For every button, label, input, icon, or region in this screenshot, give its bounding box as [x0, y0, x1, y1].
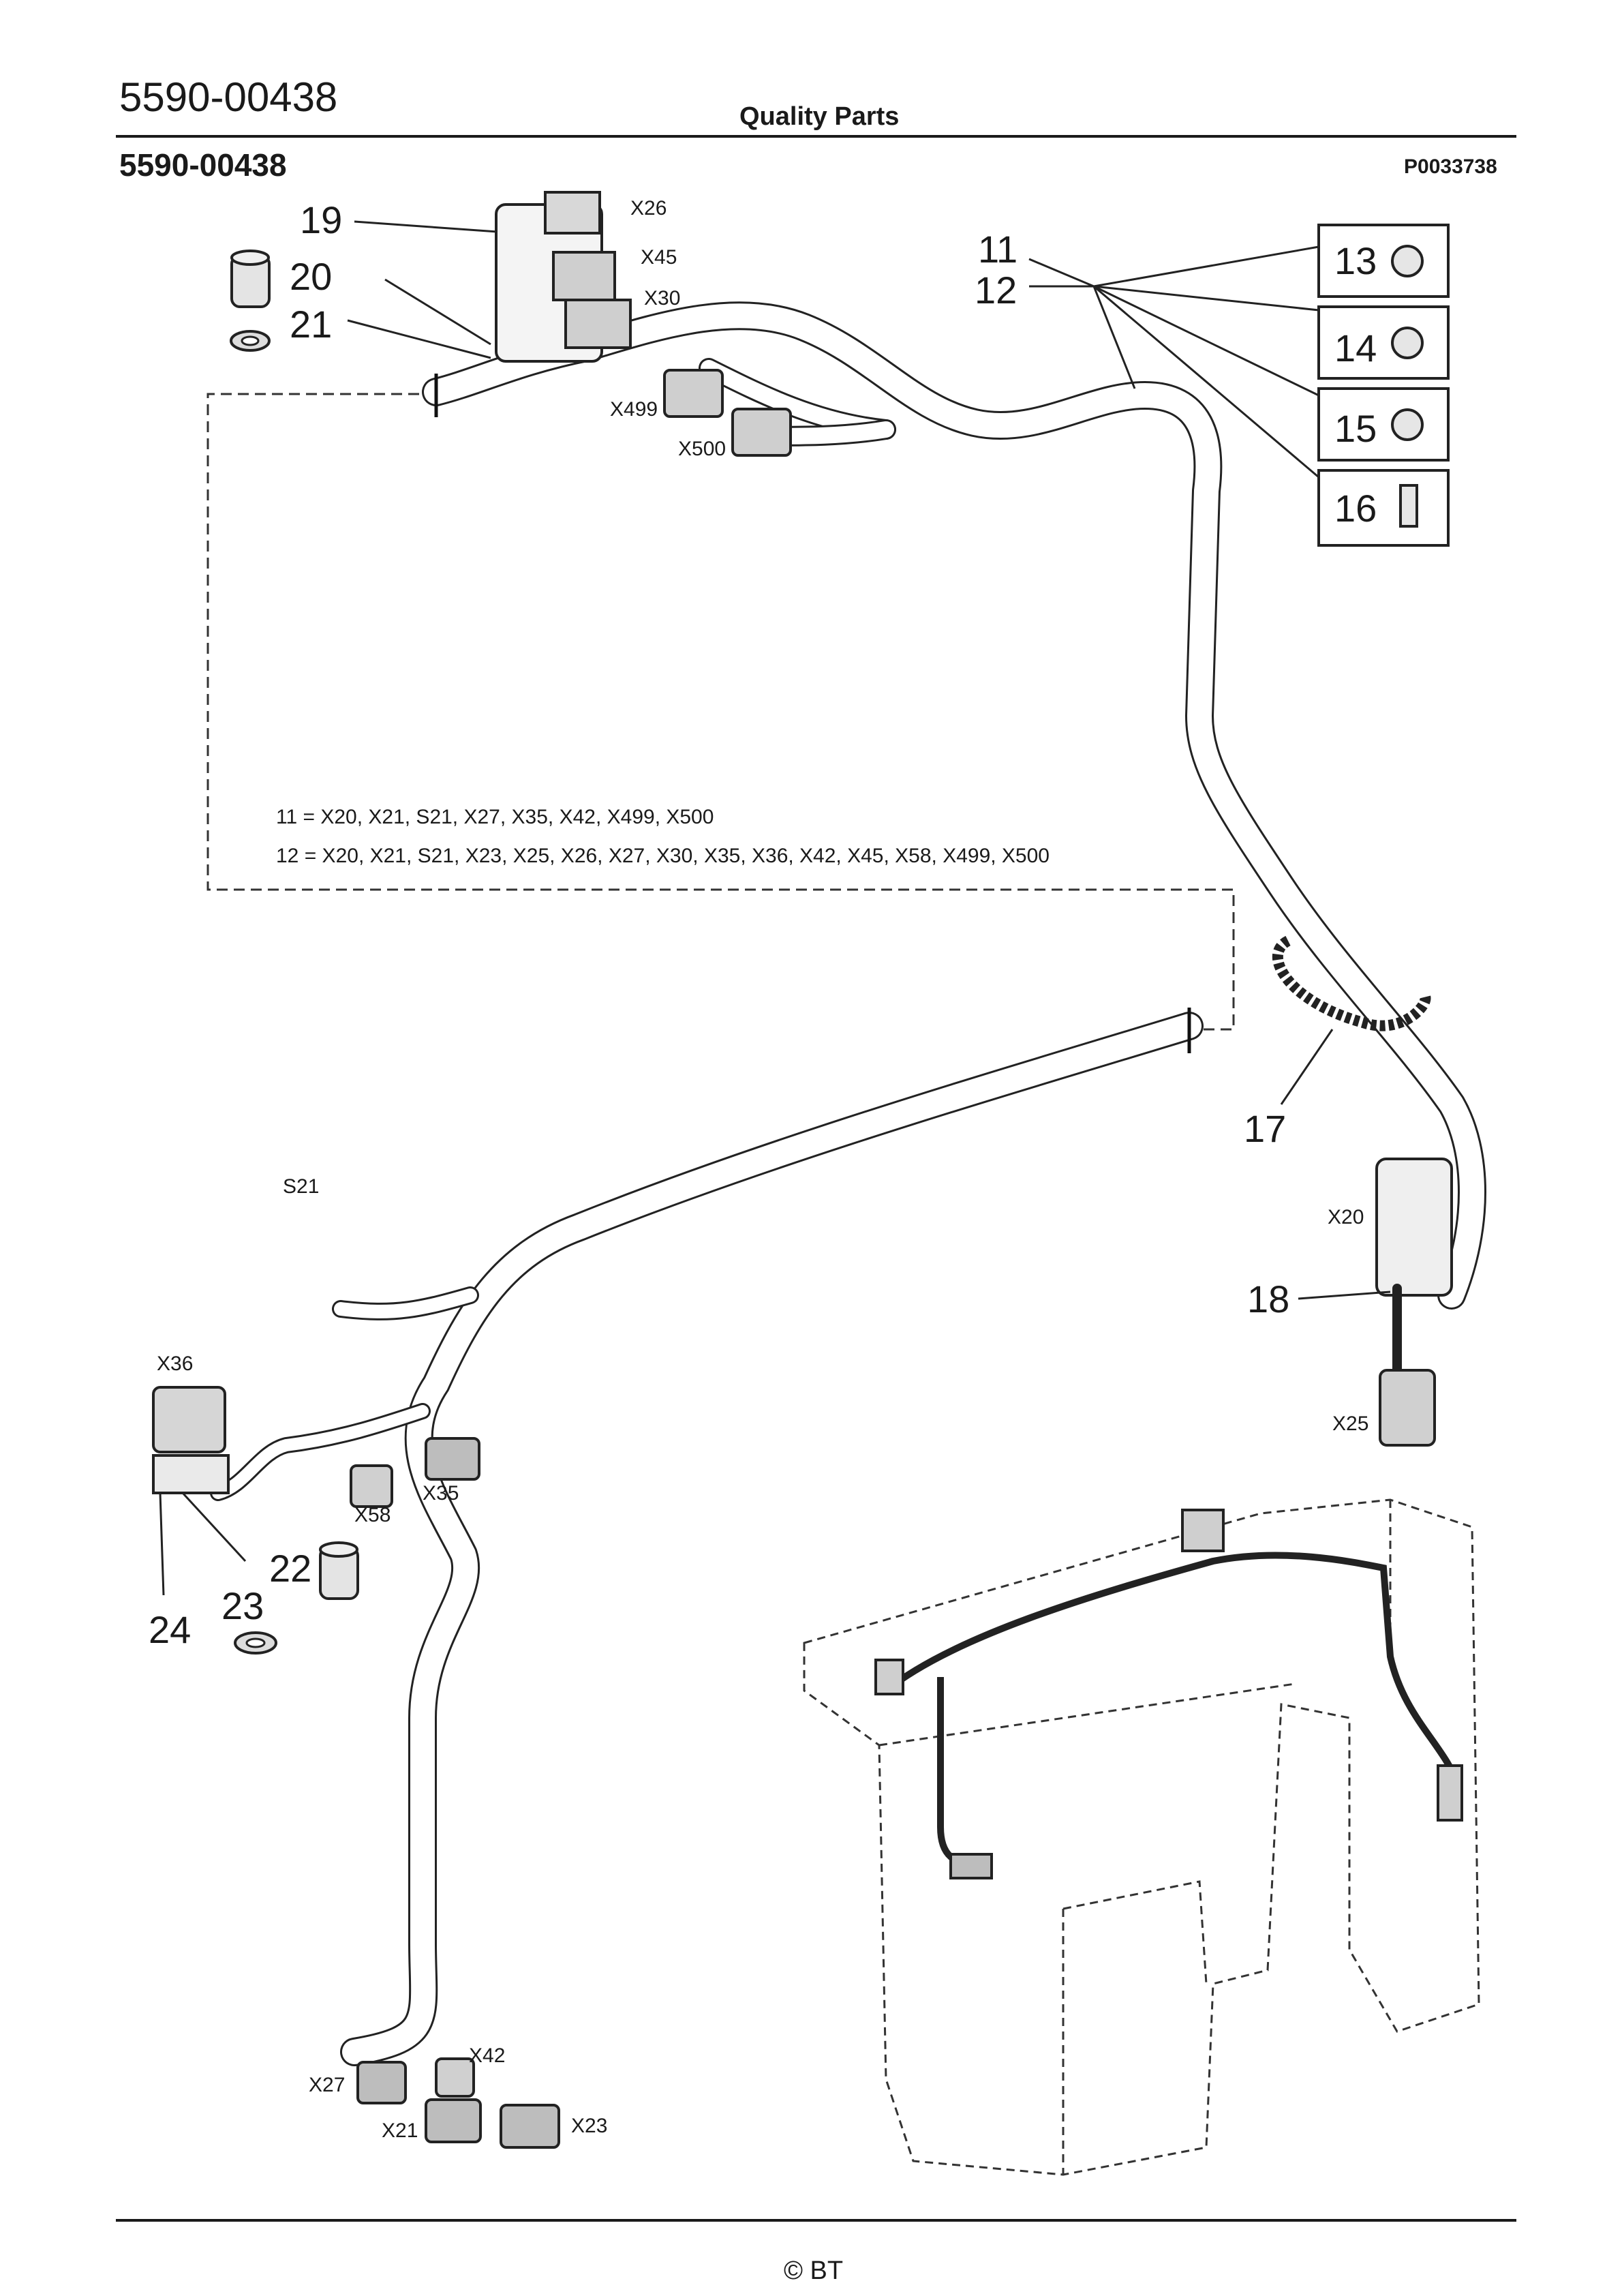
legend-line-12: 12 = X20, X21, S21, X23, X25, X26, X27, …	[276, 845, 1050, 867]
callout-11: 11	[978, 228, 1017, 271]
chassis-outline	[803, 1498, 1480, 2176]
callout-15: 15	[1334, 407, 1377, 450]
reference-code: P0033738	[1404, 155, 1497, 178]
callout-24: 24	[149, 1608, 191, 1651]
label-x58: X58	[354, 1504, 391, 1526]
label-x36: X36	[157, 1353, 193, 1375]
connector-block-top	[495, 191, 632, 363]
part-number: 5590-00438	[119, 147, 287, 183]
label-x499: X499	[610, 398, 658, 421]
callout-22: 22	[269, 1547, 311, 1590]
label-x25: X25	[1332, 1413, 1368, 1435]
callout-21: 21	[290, 303, 332, 346]
callout-18: 18	[1247, 1278, 1289, 1320]
header-rule	[116, 135, 1516, 138]
callout-23: 23	[221, 1584, 264, 1627]
callout-16: 16	[1334, 487, 1377, 530]
label-x20: X20	[1328, 1206, 1364, 1228]
label-x30: X30	[644, 287, 680, 309]
label-x26: X26	[630, 197, 667, 220]
label-x23: X23	[571, 2115, 607, 2137]
legend-line-11: 11 = X20, X21, S21, X27, X35, X42, X499,…	[276, 806, 714, 828]
callout-19: 19	[300, 198, 342, 241]
label-x45: X45	[641, 246, 677, 269]
label-x21: X21	[382, 2119, 418, 2142]
label-x42: X42	[469, 2044, 505, 2067]
item-boxes	[1317, 224, 1450, 547]
label-x35: X35	[423, 1482, 459, 1505]
callout-20: 20	[290, 255, 332, 298]
document-code: 5590-00438	[119, 74, 338, 120]
label-x27: X27	[309, 2074, 345, 2096]
callout-13: 13	[1334, 239, 1377, 282]
label-s21: S21	[283, 1175, 319, 1198]
callout-17: 17	[1244, 1107, 1286, 1150]
leader-lines	[159, 220, 1391, 1596]
callout-12: 12	[975, 269, 1017, 312]
footer-rule	[116, 2219, 1516, 2222]
footer-copyright: © BT	[784, 2256, 844, 2285]
header-title: Quality Parts	[739, 102, 900, 131]
callout-14: 14	[1334, 327, 1377, 369]
lower-harness	[210, 1008, 1204, 2066]
label-x500: X500	[678, 438, 726, 460]
